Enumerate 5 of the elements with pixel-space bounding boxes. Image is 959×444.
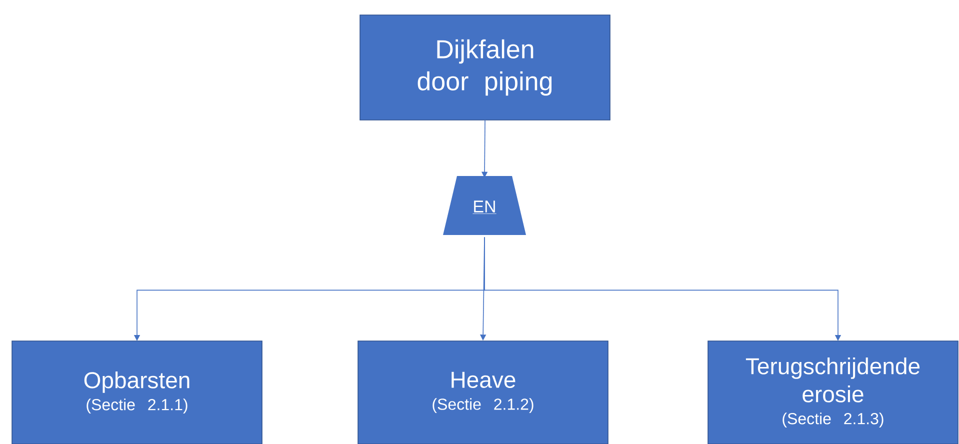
process-box: Heave (Sectie 2.1.2) xyxy=(358,340,608,444)
and-gate: EN xyxy=(443,176,526,235)
process-box: Opbarsten (Sectie 2.1.1) xyxy=(12,340,262,444)
process-box: Terugschrijdende erosie (Sectie 2.1.3) xyxy=(708,340,958,444)
process-box: Dijkfalen door piping xyxy=(360,14,610,120)
